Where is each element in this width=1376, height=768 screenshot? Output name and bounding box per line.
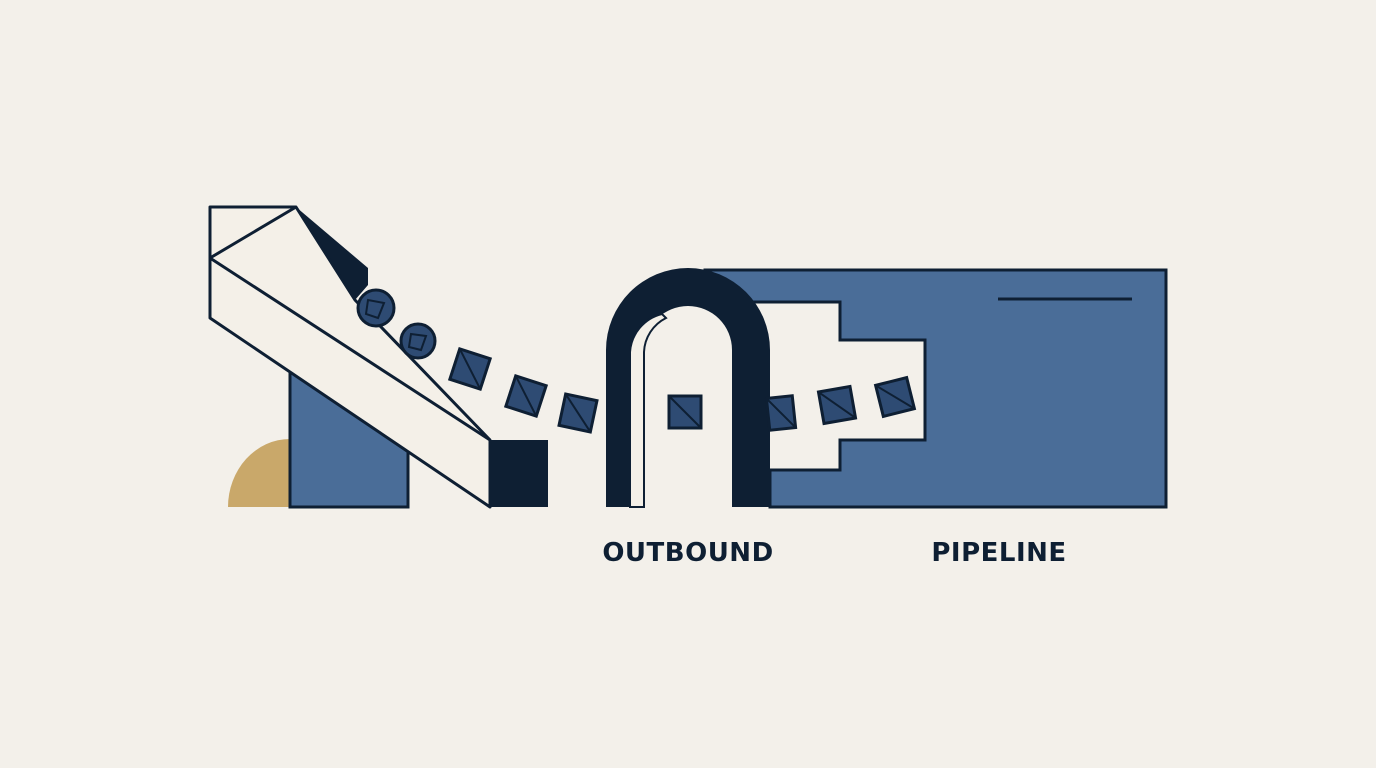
pipeline-container-icon — [703, 268, 1168, 509]
package-square-icon — [764, 394, 798, 432]
package-square-icon — [557, 392, 599, 434]
chute-end-block — [490, 440, 548, 507]
package-square-icon — [447, 346, 493, 392]
package-square-icon — [667, 394, 703, 430]
outbound-label: OUTBOUND — [602, 538, 773, 568]
package-square-icon — [503, 373, 549, 419]
chute-inner-line-top — [209, 205, 297, 260]
round-package-icon — [399, 322, 437, 360]
package-square-icon — [816, 384, 858, 426]
round-package-icon — [356, 288, 396, 328]
pipeline-label: PIPELINE — [931, 538, 1066, 568]
chute-dark-edge — [296, 207, 368, 300]
chute-inner-line — [209, 256, 491, 442]
round-packages — [356, 288, 437, 360]
package-square-icon — [873, 375, 917, 419]
square-packages — [447, 346, 917, 434]
slanted-chute-icon — [208, 205, 548, 509]
gate-inner-strip — [629, 312, 668, 508]
container-body — [703, 268, 1168, 509]
arch-gate-icon — [606, 268, 770, 508]
